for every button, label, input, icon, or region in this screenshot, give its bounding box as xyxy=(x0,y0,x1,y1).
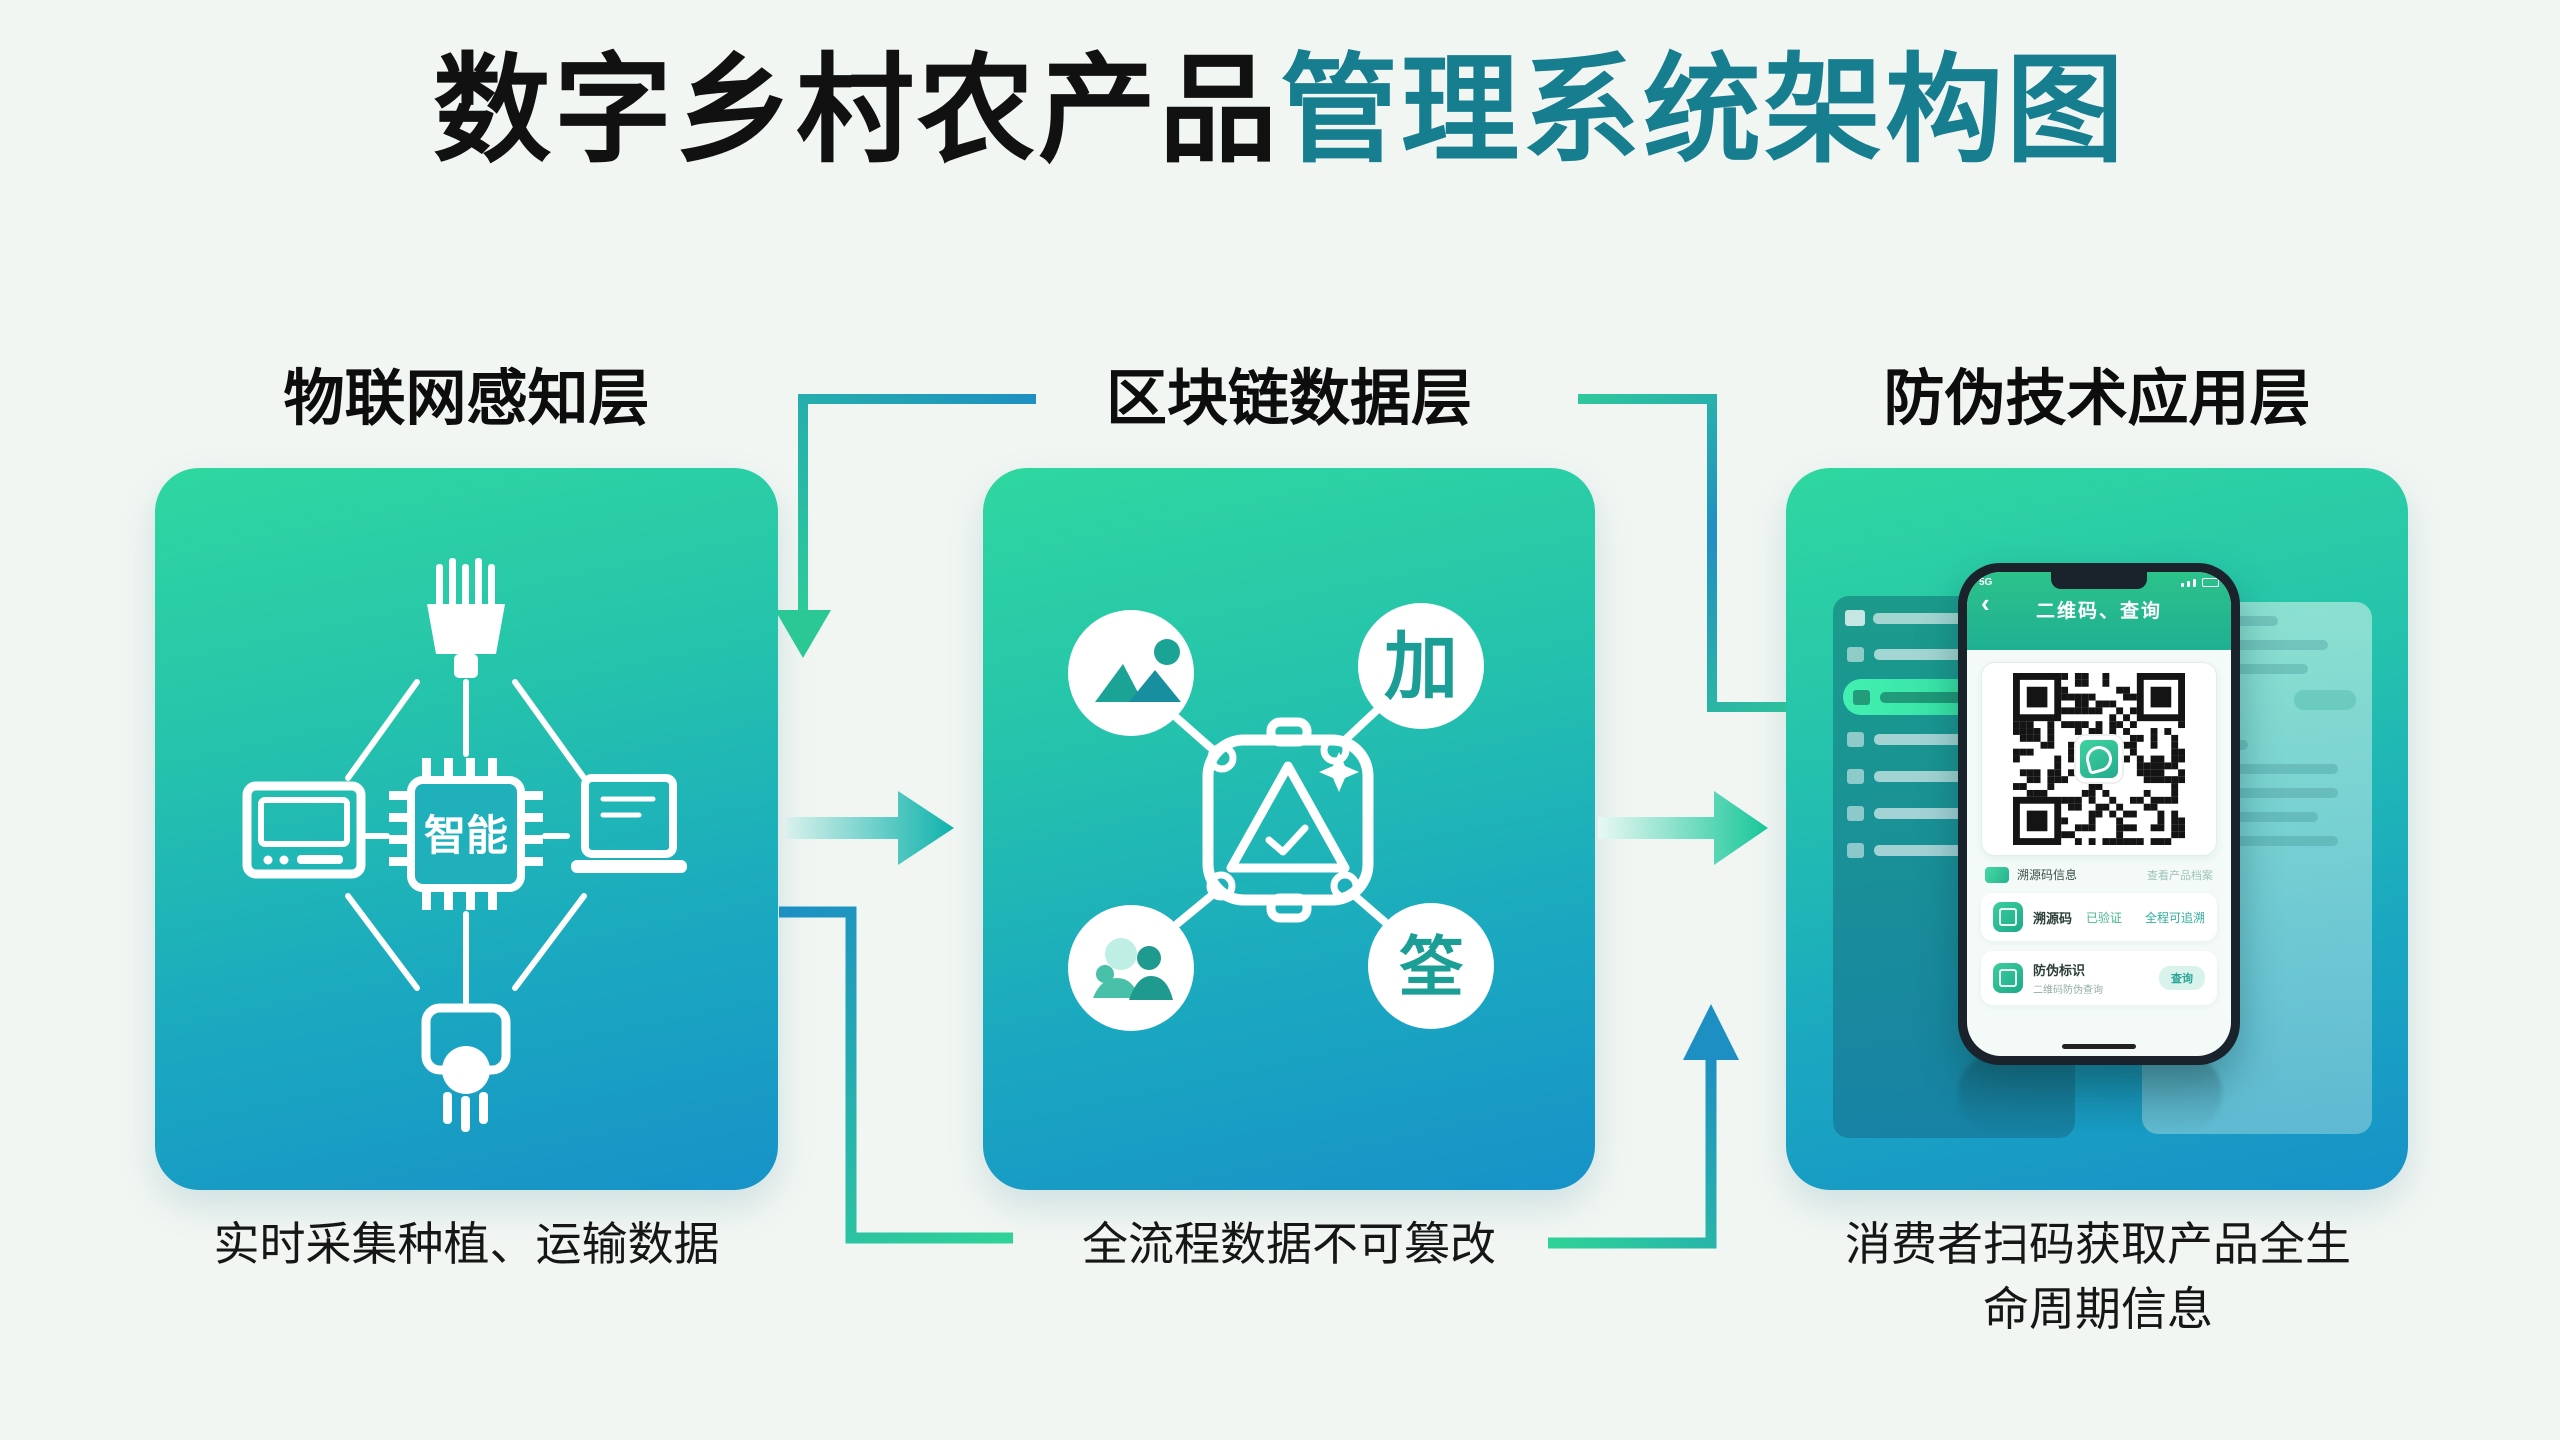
home-indicator xyxy=(2062,1044,2136,1049)
verify-card[interactable]: 防伪标识 二维码防伪查询 查询 xyxy=(1981,951,2217,1005)
sparkle-icon xyxy=(1319,752,1359,792)
trace-hint: 全程可追溯 xyxy=(2144,910,2205,925)
heading-anticounterfeit-layer: 防伪技术应用层 xyxy=(1883,364,2311,432)
menu-row xyxy=(1833,721,2075,758)
panel-iot: 智能 xyxy=(155,468,778,1190)
panel-app: 5G ‹ 二维码、查询 xyxy=(1786,468,2408,1190)
connector-bottom-left xyxy=(779,906,1013,1244)
node-image xyxy=(1068,610,1194,736)
page-title: 数字乡村农产品管理系统架构图 xyxy=(0,38,2560,186)
smart-chip-icon: 智能 xyxy=(389,758,543,910)
back-icon[interactable]: ‹ xyxy=(1981,588,1990,618)
verify-label: 防伪标识 xyxy=(2033,963,2086,978)
trace-icon xyxy=(1993,902,2023,932)
phone-reflection xyxy=(1958,1053,2222,1133)
title-teal: 管理系统架构图 xyxy=(1280,45,2128,177)
trace-card[interactable]: 溯源码 已验证 全程可追溯 xyxy=(1981,893,2217,941)
verify-badge[interactable]: 查询 xyxy=(2159,966,2205,990)
arrow-down-icon xyxy=(775,610,831,658)
caption-iot: 实时采集种植、运输数据 xyxy=(213,1218,720,1270)
phone-screen: 5G ‹ 二维码、查询 xyxy=(1967,572,2231,1056)
dashboard-header xyxy=(1833,596,2075,636)
blockchain-chip-icon xyxy=(1202,717,1374,923)
chip-label: 智能 xyxy=(424,812,508,859)
status-icons xyxy=(2181,578,2219,587)
heading-iot-layer: 物联网感知层 xyxy=(283,364,650,432)
trace-label: 溯源码 xyxy=(2033,910,2073,926)
svg-text:加: 加 xyxy=(1384,625,1458,708)
heading-blockchain-layer: 区块链数据层 xyxy=(1105,364,1472,432)
laptop-icon xyxy=(571,774,687,873)
menu-row xyxy=(1833,758,2075,795)
leaf-logo-icon xyxy=(2083,743,2115,775)
title-black: 数字乡村农产品 xyxy=(432,45,1280,177)
code-icon xyxy=(1985,866,2009,883)
qr-code xyxy=(2013,673,2185,845)
sensor-icon xyxy=(427,558,505,678)
carrier-label: 5G xyxy=(1979,577,1993,588)
dashboard-logo-icon xyxy=(1845,610,1865,626)
trace-status: 已验证 xyxy=(2086,910,2123,925)
qr-logo xyxy=(2076,736,2122,782)
verify-sub: 二维码防伪查询 xyxy=(2033,985,2103,996)
phone-notch xyxy=(2051,572,2147,589)
monitor-icon xyxy=(242,781,366,879)
caption-blockchain: 全流程数据不可篡改 xyxy=(1082,1218,1496,1270)
node-encrypt: 加 xyxy=(1358,603,1484,729)
arrow-up-icon xyxy=(1683,1004,1739,1060)
app-title: 二维码、查询 xyxy=(2035,601,2162,622)
caption-app: 消费者扫码获取产品全生命周期信息 xyxy=(1845,1218,2351,1336)
trace-nodes xyxy=(1206,735,1360,901)
scan-info-row: 溯源码信息 查看产品档案 xyxy=(1985,866,2213,883)
plug-icon xyxy=(421,1003,511,1132)
svg-text:筌: 筌 xyxy=(1398,930,1464,1004)
verify-icon xyxy=(1993,963,2023,993)
node-seal: 筌 xyxy=(1368,903,1494,1029)
iot-network-graphic: 智能 xyxy=(242,558,687,1132)
flow-arrow-2 xyxy=(1598,791,1768,865)
blockchain-graphic: 加 筌 xyxy=(1068,603,1494,1031)
scan-hint: 查看产品档案 xyxy=(2147,869,2213,882)
status-bar: 5G xyxy=(1967,572,2231,588)
menu-row xyxy=(1833,636,2075,673)
scan-label: 溯源码信息 xyxy=(2017,868,2078,882)
iot-connection-lines xyxy=(345,679,587,1005)
menu-row xyxy=(1833,832,2075,869)
battery-icon xyxy=(2202,578,2219,587)
node-people xyxy=(1068,905,1194,1031)
panel-blockchain: 加 筌 xyxy=(983,468,1595,1190)
menu-row xyxy=(1833,795,2075,832)
connector-top-right xyxy=(1578,394,1786,712)
phone-mockup: 5G ‹ 二维码、查询 xyxy=(1958,563,2240,1065)
qr-card xyxy=(1981,662,2217,856)
flow-arrow-1 xyxy=(786,791,954,865)
blockchain-traces xyxy=(1173,706,1389,928)
